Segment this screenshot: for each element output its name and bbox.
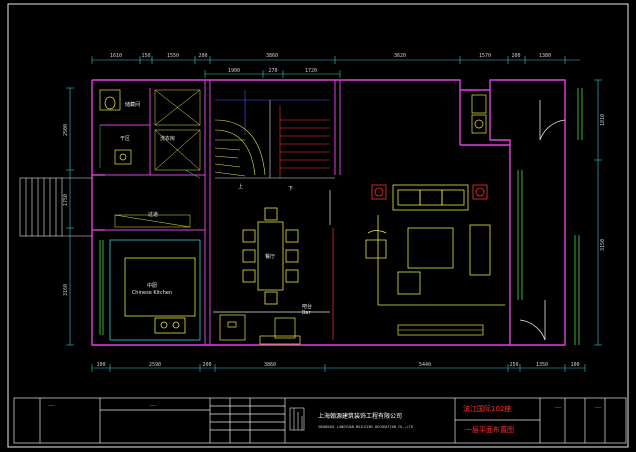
dim-top-4: 200 bbox=[198, 53, 207, 59]
sheet-title: 一层平面布置图 bbox=[465, 425, 514, 434]
label-bar: 吧台 bbox=[302, 303, 312, 310]
cyan-partitions bbox=[99, 125, 201, 179]
dim-bottom-3: 200 bbox=[202, 362, 211, 368]
dim-bottom-8: 100 bbox=[570, 362, 579, 368]
dim-inner-3: 1720 bbox=[305, 68, 317, 74]
lamp-icons bbox=[371, 184, 488, 200]
top-dimensions bbox=[91, 56, 580, 78]
interior-walls bbox=[92, 80, 341, 345]
dim-left-2: 1750 bbox=[63, 194, 69, 206]
dim-bottom-2: 2590 bbox=[149, 362, 161, 368]
label-kitchen-en: Chinese Kitchen bbox=[132, 290, 172, 296]
label-powder: 干区 bbox=[120, 136, 130, 142]
dim-left-1: 2500 bbox=[63, 124, 69, 136]
dim-left-3: 3160 bbox=[63, 284, 69, 296]
label-dining: 餐厅 bbox=[265, 253, 275, 260]
label-corridor: 过道 bbox=[148, 211, 158, 218]
sheet-border bbox=[7, 3, 629, 448]
dim-right-1: 1810 bbox=[600, 114, 606, 126]
dim-top-3: 1550 bbox=[167, 53, 179, 59]
company-name: 上海翰源建筑装饰工程有限公司 bbox=[318, 412, 402, 420]
staircase bbox=[214, 90, 335, 179]
project-name: 滨江国际102座 bbox=[463, 404, 511, 413]
kitchen-fixtures bbox=[99, 239, 201, 341]
dim-top-8: 200 bbox=[511, 53, 520, 59]
dim-bottom-4: 3860 bbox=[264, 362, 276, 368]
label-bar-en: Bar bbox=[302, 310, 311, 316]
dining-table bbox=[242, 207, 299, 305]
bathroom-fixtures bbox=[99, 89, 132, 165]
storage-shelves bbox=[154, 89, 201, 171]
dim-inner-2: 270 bbox=[268, 68, 277, 74]
label-storage: 储藏间 bbox=[125, 101, 140, 108]
balcony-windows bbox=[517, 88, 583, 345]
dim-top-5: 3860 bbox=[266, 53, 278, 59]
dim-right-2: 3150 bbox=[600, 239, 606, 251]
label-laundry: 洗衣房 bbox=[160, 135, 175, 142]
right-dimensions bbox=[594, 79, 602, 346]
corridor-counter bbox=[114, 214, 191, 228]
dim-bottom-5: 5440 bbox=[419, 362, 431, 368]
entry-steps bbox=[19, 177, 92, 237]
fireplace bbox=[397, 324, 484, 336]
dim-bottom-6: 250 bbox=[509, 362, 518, 368]
dim-inner-1: 1900 bbox=[228, 68, 240, 74]
dim-top-7: 1570 bbox=[479, 53, 491, 59]
dim-top-2: 150 bbox=[141, 53, 150, 59]
dim-top-6: 3620 bbox=[394, 53, 406, 59]
dim-top-1: 1610 bbox=[110, 53, 122, 59]
company-name-en: SHANGHAI LANGYUAN BUILDING DECORATION CO… bbox=[318, 425, 413, 429]
title-block-frame bbox=[13, 397, 627, 444]
dim-bottom-1: 100 bbox=[96, 362, 105, 368]
label-up: 上 bbox=[238, 183, 243, 190]
living-room-furniture bbox=[365, 184, 505, 306]
tb-header-4: ——— bbox=[595, 405, 602, 409]
dim-top-9: 1380 bbox=[539, 53, 551, 59]
utility-fixtures bbox=[471, 94, 487, 134]
left-dimensions bbox=[66, 87, 74, 346]
bottom-dimensions bbox=[91, 364, 586, 372]
label-kitchen-cn: 中厨 bbox=[147, 282, 157, 289]
tb-header-2: ——— bbox=[150, 403, 157, 407]
company-logo-icon bbox=[289, 407, 305, 431]
tb-header-1: ——— bbox=[48, 403, 55, 407]
tb-header-3: ——— bbox=[555, 405, 562, 409]
label-down: 下 bbox=[288, 186, 293, 192]
bar-area bbox=[213, 190, 334, 345]
dim-bottom-7: 1350 bbox=[536, 362, 548, 368]
